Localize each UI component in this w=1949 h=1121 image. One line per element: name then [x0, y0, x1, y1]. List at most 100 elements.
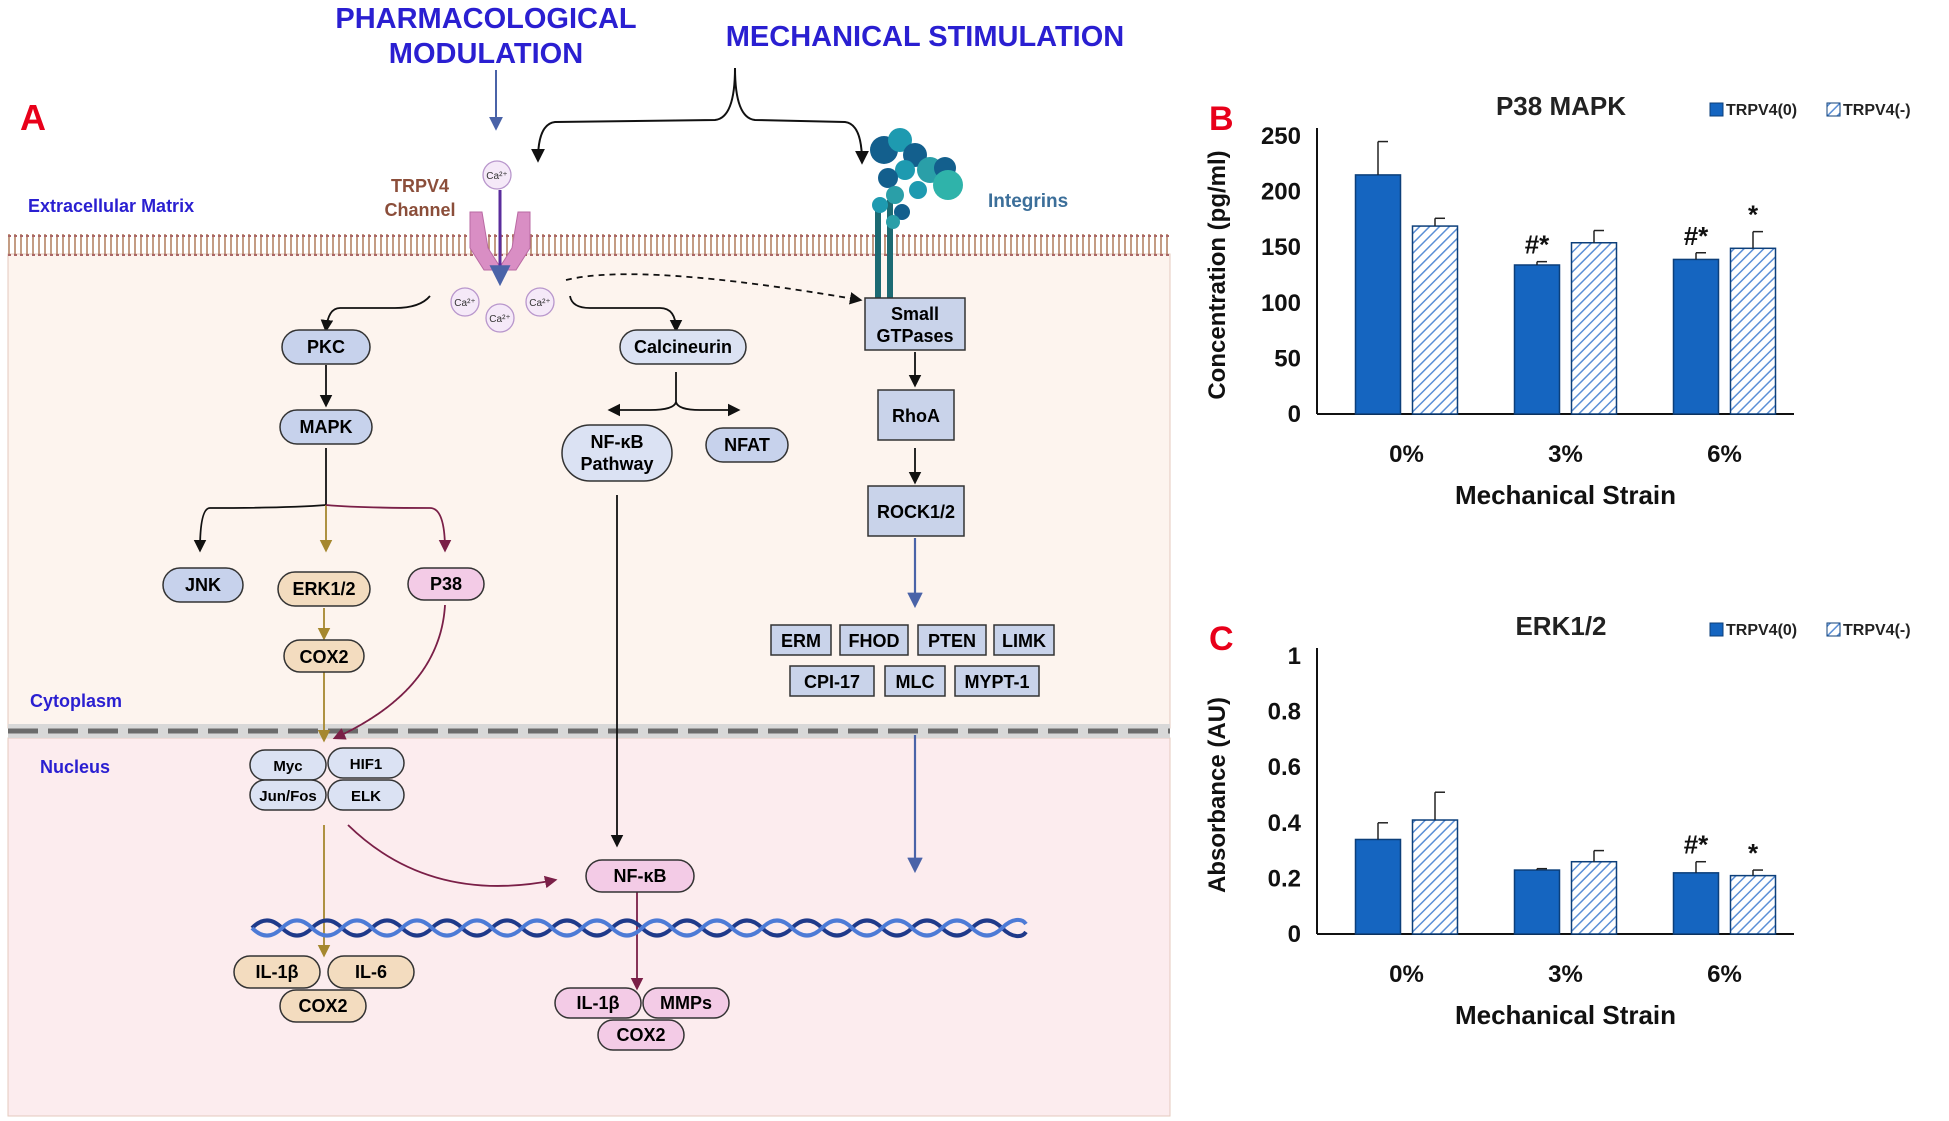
- arrow-to-pkc: [320, 295, 431, 333]
- svg-text:Jun/Fos: Jun/Fos: [259, 788, 317, 805]
- svg-text:PKC: PKC: [307, 337, 345, 357]
- arrow-to-p38: [325, 504, 452, 553]
- bar: [1411, 819, 1459, 935]
- svg-text:HIF1: HIF1: [350, 756, 383, 773]
- node-hif1: HIF1: [327, 747, 405, 779]
- bar: [1570, 242, 1618, 415]
- bar: [1729, 874, 1777, 935]
- trpv4-label-1: TRPV4: [391, 176, 449, 196]
- node-erk: ERK1/2: [277, 571, 371, 607]
- svg-text:GTPases: GTPases: [876, 326, 953, 346]
- pharmacological-title-1: PHARMACOLOGICAL: [335, 3, 636, 35]
- legend-label: TRPV4(0): [1726, 622, 1797, 639]
- svg-text:LIMK: LIMK: [1002, 631, 1046, 651]
- ca-ion-3: Ca²⁺: [529, 298, 550, 309]
- y-tick-label: 250: [1261, 123, 1301, 150]
- nuclear-membrane: [8, 724, 1170, 738]
- y-axis-label: Absorbance (AU): [1204, 697, 1231, 893]
- legend: TRPV4(0)TRPV4(-): [1709, 622, 1911, 639]
- legend-label: TRPV4(0): [1726, 102, 1797, 119]
- svg-text:IL-1β: IL-1β: [256, 962, 299, 982]
- integrin-icon: [870, 128, 963, 300]
- arrow-calcineurin-nfat: [675, 401, 741, 417]
- legend-swatch-hatched: [1826, 622, 1841, 637]
- nucleus-label: Nucleus: [40, 757, 110, 777]
- svg-text:PTEN: PTEN: [928, 631, 976, 651]
- x-tick-label: 3%: [1548, 961, 1583, 988]
- ca-ion-1: Ca²⁺: [454, 298, 475, 309]
- node-calcineurin: Calcineurin: [619, 329, 747, 365]
- bar: [1354, 174, 1402, 415]
- y-tick-label: 200: [1261, 179, 1301, 206]
- svg-text:CPI-17: CPI-17: [804, 672, 860, 692]
- node-target-pten: PTEN: [917, 624, 987, 656]
- node-target-mlc: MLC: [884, 665, 946, 697]
- svg-text:MLC: MLC: [896, 672, 935, 692]
- signaling-diagram: A PHARMACOLOGICAL MODULATION MECHANICAL …: [7, 3, 1171, 1117]
- chart-title: ERK1/2: [1515, 611, 1606, 641]
- node-jnk: JNK: [162, 567, 244, 603]
- mechanical-bracket: [531, 67, 736, 163]
- pharmacological-title-2: MODULATION: [389, 38, 583, 70]
- y-tick-label: 0: [1288, 401, 1301, 428]
- legend: TRPV4(0) TRPV4(-): [1709, 102, 1911, 119]
- node-small-gtpases: Small GTPases: [864, 297, 966, 351]
- svg-text:MYPT-1: MYPT-1: [964, 672, 1029, 692]
- svg-text:COX2: COX2: [616, 1025, 665, 1045]
- node-junfos: Jun/Fos: [249, 779, 327, 811]
- node-pkc: PKC: [281, 329, 371, 365]
- legend-swatch-hatched: [1826, 102, 1841, 117]
- dna-helix-icon: [250, 917, 1028, 939]
- cytoplasm-area: [7, 253, 1171, 729]
- arrow-to-jnk: [193, 504, 327, 553]
- arrow-to-calcineurin: [569, 295, 683, 333]
- significance-mark: *: [1748, 200, 1759, 230]
- panel-letter: B: [1209, 100, 1234, 138]
- bar: [1672, 872, 1720, 935]
- svg-text:Small: Small: [891, 304, 939, 324]
- svg-text:NFAT: NFAT: [724, 435, 770, 455]
- y-tick-label: 0.6: [1268, 754, 1301, 781]
- svg-text:ELK: ELK: [351, 788, 381, 805]
- node-cox2-left: COX2: [279, 989, 367, 1023]
- nucleus-area: [7, 737, 1171, 1117]
- svg-text:NF-κB: NF-κB: [590, 432, 643, 452]
- bar: [1513, 264, 1561, 415]
- y-axis-label: Concentration (pg/ml): [1204, 150, 1231, 399]
- significance-mark: #*: [1525, 230, 1550, 260]
- y-tick-label: 1: [1288, 643, 1301, 670]
- svg-text:ERM: ERM: [781, 631, 821, 651]
- integrins-label: Integrins: [988, 191, 1068, 212]
- node-p38: P38: [407, 567, 485, 601]
- arrow-tf-nfkb: [347, 824, 558, 889]
- chart-title: P38 MAPK: [1496, 91, 1626, 121]
- bar: [1354, 838, 1402, 935]
- trpv4-label-2: Channel: [384, 200, 455, 220]
- legend-label: TRPV4(-): [1843, 102, 1911, 119]
- node-rhoa: RhoA: [877, 389, 955, 441]
- significance-mark: #*: [1684, 830, 1709, 860]
- y-tick-label: 0: [1288, 921, 1301, 948]
- x-tick-label: 6%: [1707, 441, 1742, 468]
- extracellular-label: Extracellular Matrix: [28, 196, 194, 216]
- cytoplasm-label: Cytoplasm: [30, 691, 122, 711]
- node-target-limk: LIMK: [993, 624, 1055, 656]
- svg-text:NF-κB: NF-κB: [613, 866, 666, 886]
- svg-text:MMPs: MMPs: [660, 993, 712, 1013]
- svg-text:Calcineurin: Calcineurin: [634, 337, 732, 357]
- bar: [1570, 860, 1618, 935]
- svg-text:MAPK: MAPK: [300, 417, 353, 437]
- mechanical-bracket-right: [734, 67, 869, 165]
- cell-membrane: [8, 234, 1170, 256]
- x-tick-label: 3%: [1548, 441, 1583, 468]
- x-axis-label: Mechanical Strain: [1455, 1000, 1676, 1030]
- significance-mark: *: [1748, 838, 1759, 868]
- bar: [1411, 225, 1459, 415]
- significance-mark: #*: [1684, 221, 1709, 251]
- bar: [1513, 869, 1561, 935]
- node-mmps: MMPs: [642, 987, 730, 1019]
- legend-swatch-solid: [1709, 622, 1724, 637]
- ca-ion-top: Ca²⁺: [486, 171, 507, 182]
- node-nfkb: NF-κB: [585, 859, 695, 893]
